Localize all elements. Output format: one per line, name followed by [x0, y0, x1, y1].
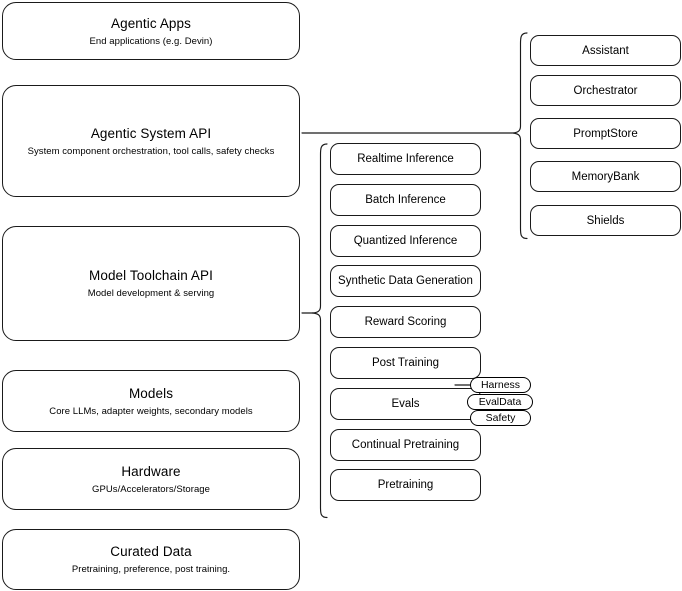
right-node-memorybank[interactable]: MemoryBank [530, 161, 681, 192]
right-node-shields[interactable]: Shields [530, 205, 681, 236]
mid-node-realtime-inference[interactable]: Realtime Inference [330, 143, 481, 175]
layer-subtitle: End applications (e.g. Devin) [89, 35, 213, 47]
layer-subtitle: Pretraining, preference, post training. [71, 564, 231, 575]
mid-node-batch-inference[interactable]: Batch Inference [330, 184, 481, 216]
chip-label: EvalData [478, 396, 522, 408]
chip-label: Safety [485, 412, 516, 424]
layer-title: Hardware [121, 463, 181, 479]
mid-node-label: Synthetic Data Generation [338, 275, 473, 287]
middle-brace [311, 143, 328, 519]
mid-node-reward-scoring[interactable]: Reward Scoring [330, 306, 481, 338]
mid-node-label: Pretraining [377, 479, 434, 491]
right-node-label: Assistant [582, 44, 629, 57]
mid-node-quantized-inference[interactable]: Quantized Inference [330, 225, 481, 257]
right-node-label: Orchestrator [573, 84, 638, 97]
right-brace [511, 32, 528, 240]
layer-title: Agentic Apps [110, 15, 191, 31]
layer-subtitle: GPUs/Accelerators/Storage [92, 483, 210, 495]
chip-safety[interactable]: Safety [470, 410, 531, 426]
mid-node-label: Quantized Inference [353, 235, 458, 247]
mid-node-post-training[interactable]: Post Training [330, 347, 481, 379]
mid-node-label: Realtime Inference [357, 153, 454, 165]
layer-title: Models [128, 385, 174, 401]
right-node-promptstore[interactable]: PromptStore [530, 118, 681, 149]
layer-subtitle: Core LLMs, adapter weights, secondary mo… [49, 405, 253, 417]
right-node-assistant[interactable]: Assistant [530, 35, 681, 66]
chip-label: Harness [480, 379, 521, 391]
right-node-orchestrator[interactable]: Orchestrator [530, 75, 681, 106]
chip-evaldata[interactable]: EvalData [467, 394, 533, 410]
layer-title: Model Toolchain API [89, 268, 213, 283]
layer-subtitle: System component orchestration, tool cal… [27, 145, 275, 157]
right-node-label: Shields [586, 214, 625, 227]
right-node-label: MemoryBank [571, 170, 640, 183]
mid-node-label: Continual Pretraining [351, 439, 460, 451]
layer-curated-data[interactable]: Curated Data Pretraining, preference, po… [2, 529, 300, 590]
layer-subtitle: Model development & serving [87, 288, 215, 299]
mid-node-label: Batch Inference [365, 194, 446, 206]
layer-title: Curated Data [110, 544, 192, 559]
mid-node-label: Post Training [371, 357, 440, 369]
layer-model-toolchain-api[interactable]: Model Toolchain API Model development & … [2, 226, 300, 341]
mid-node-label: Reward Scoring [364, 316, 447, 328]
mid-node-pretraining[interactable]: Pretraining [330, 469, 481, 501]
chip-harness[interactable]: Harness [470, 377, 531, 393]
layer-title: Agentic System API [90, 125, 212, 141]
mid-node-evals[interactable]: Evals [330, 388, 481, 420]
mid-node-continual-pretraining[interactable]: Continual Pretraining [330, 429, 481, 461]
right-node-label: PromptStore [573, 127, 638, 140]
mid-node-label: Evals [391, 398, 420, 410]
layer-agentic-system-api[interactable]: Agentic System API System component orch… [2, 85, 300, 197]
layer-agentic-apps[interactable]: Agentic Apps End applications (e.g. Devi… [2, 2, 300, 60]
layer-hardware[interactable]: Hardware GPUs/Accelerators/Storage [2, 448, 300, 510]
mid-node-synthetic-data-generation[interactable]: Synthetic Data Generation [330, 265, 481, 297]
layer-models[interactable]: Models Core LLMs, adapter weights, secon… [2, 370, 300, 432]
